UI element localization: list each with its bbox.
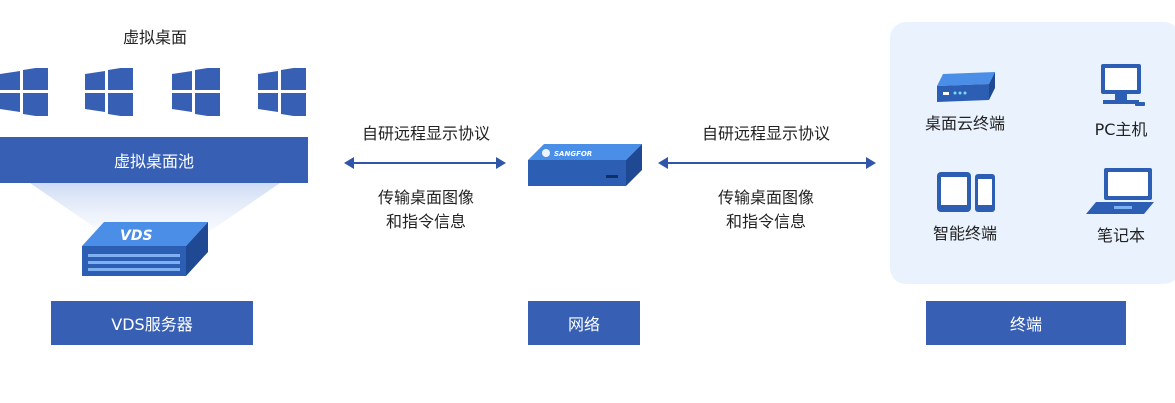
- network-box: 网络: [528, 301, 640, 345]
- thin-client-icon: [937, 72, 995, 102]
- windows-icon: [258, 68, 306, 116]
- virtual-desktop-title: 虚拟桌面: [122, 28, 187, 47]
- vds-device-text: VDS: [120, 228, 153, 244]
- windows-icon: [172, 68, 220, 116]
- desktop-pool-label: 虚拟桌面池: [113, 152, 194, 171]
- terminal-box: 终端: [926, 301, 1126, 345]
- vds-server-device: VDS: [82, 222, 208, 276]
- laptop-icon: [1086, 168, 1154, 214]
- pc-icon: [1101, 64, 1145, 106]
- right-bidirectional-arrow: [658, 157, 876, 169]
- left-transfer-line2: 和指令信息: [385, 212, 466, 231]
- terminal-item-smart-device: 智能终端: [910, 168, 1020, 244]
- terminal-label: 终端: [1009, 315, 1042, 334]
- right-protocol-label: 自研远程显示协议: [701, 124, 830, 143]
- windows-icon: [0, 68, 48, 116]
- smart-device-icon: [937, 172, 995, 212]
- left-protocol-label: 自研远程显示协议: [361, 124, 490, 143]
- vds-server-label: VDS服务器: [111, 315, 193, 334]
- terminal-item-pc: PC主机: [1066, 62, 1175, 140]
- network-device: SANGFOR: [528, 144, 642, 186]
- terminal-item-laptop: 笔记本: [1066, 166, 1175, 246]
- terminal-item-label: PC主机: [1094, 120, 1148, 139]
- terminal-panel: 桌面云终端 PC主机 智能终端: [890, 22, 1175, 284]
- desktop-pool-bar: 虚拟桌面池: [0, 137, 308, 183]
- light-beam: [30, 183, 280, 238]
- vds-server-box: VDS服务器: [51, 301, 253, 345]
- terminal-item-label: 笔记本: [1096, 226, 1145, 245]
- terminal-item-thin-client: 桌面云终端: [910, 68, 1020, 134]
- right-transfer-line1: 传输桌面图像: [717, 188, 814, 207]
- terminal-item-label: 智能终端: [932, 224, 997, 243]
- left-bidirectional-arrow: [344, 157, 506, 169]
- network-label: 网络: [567, 315, 600, 334]
- right-transfer-line2: 和指令信息: [725, 212, 806, 231]
- windows-icon: [85, 68, 133, 116]
- terminal-item-label: 桌面云终端: [924, 114, 1005, 133]
- network-device-text: SANGFOR: [554, 150, 592, 158]
- left-transfer-line1: 传输桌面图像: [377, 188, 474, 207]
